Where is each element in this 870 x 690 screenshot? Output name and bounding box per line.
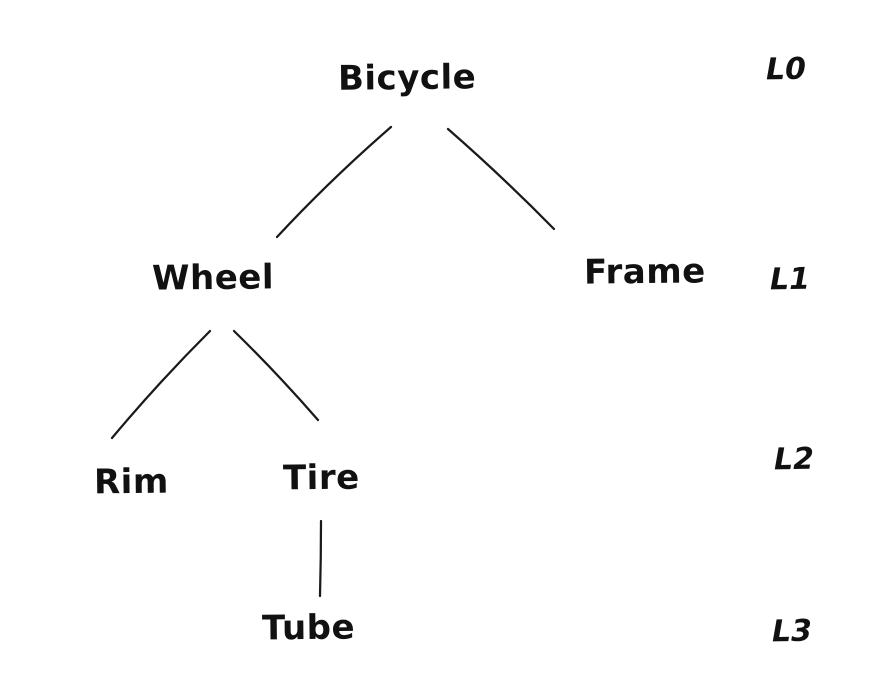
edge-bicycle-wheel [275, 125, 393, 239]
node-tube: Tube [261, 607, 356, 649]
level-label-l1: L1 [769, 261, 811, 298]
edge-wheel-rim [110, 329, 212, 440]
node-bicycle: Bicycle [337, 57, 477, 99]
edge-tire-tube [318, 519, 323, 598]
level-label-l3: L3 [771, 613, 813, 650]
node-rim: Rim [93, 461, 169, 503]
node-wheel: Wheel [151, 257, 275, 299]
node-tire: Tire [282, 457, 360, 499]
edge-bicycle-frame [446, 127, 556, 231]
node-frame: Frame [583, 251, 706, 293]
level-label-l2: L2 [773, 441, 815, 478]
level-label-l0: L0 [765, 51, 807, 88]
edge-wheel-tire [232, 329, 320, 422]
